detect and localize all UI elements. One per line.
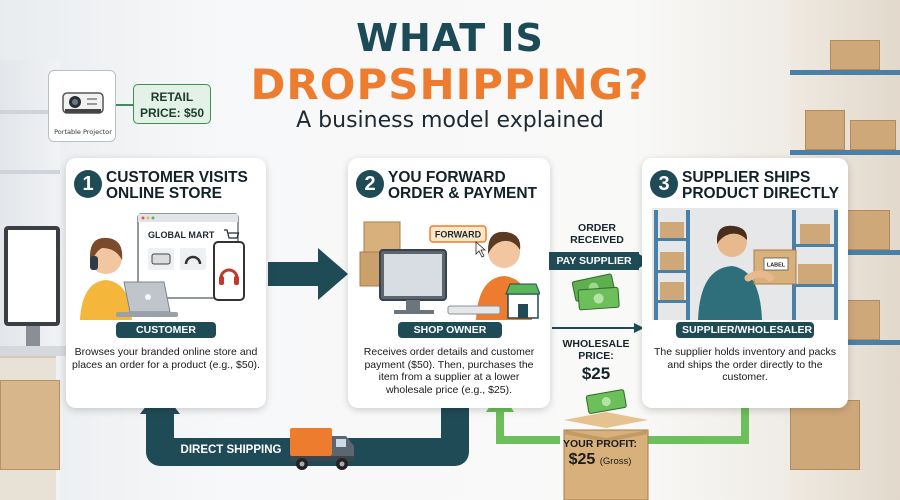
step-title-line: YOU FORWARD: [388, 169, 506, 186]
headphones-icon: [219, 268, 239, 279]
step-description: Receives order details and customer paym…: [363, 346, 535, 396]
forward-button-graphic: [429, 225, 487, 243]
projector-icon: [62, 92, 104, 114]
money-icon: [577, 286, 620, 311]
wholesale-arrow-head: [634, 323, 644, 333]
step-card-shop-owner: 2 YOU FORWARD ORDER & PAYMENT FORWARD SH…: [348, 158, 550, 408]
headphones-icon: [184, 255, 202, 265]
order-received-line: RECEIVED: [570, 234, 624, 246]
background-box: [0, 380, 60, 470]
step-title-line: ONLINE STORE: [106, 185, 222, 202]
price-tag-line-1: RETAIL: [150, 90, 194, 104]
pay-supplier-label: PAY SUPPLIER: [549, 252, 639, 270]
background-monitor: [4, 226, 60, 326]
title-line-1: WHAT IS: [356, 16, 544, 60]
step-number: 1: [74, 170, 102, 198]
order-received-line: ORDER: [578, 222, 616, 234]
money-icon: [585, 389, 627, 414]
step-card-customer: 1 CUSTOMER VISITS ONLINE STORE GLOBAL MA…: [66, 158, 266, 408]
profit-title: YOUR PROFIT:: [562, 438, 638, 450]
product-name: Portable Projector: [54, 128, 112, 136]
step-title-line: PRODUCT DIRECTLY: [682, 185, 840, 202]
cart-icon: [224, 229, 240, 239]
step-title: CUSTOMER VISITS ONLINE STORE: [106, 170, 262, 202]
product-card: Portable Projector: [48, 70, 116, 142]
store-name-text: GLOBAL MART: [148, 230, 215, 240]
price-tag-line-2: PRICE: $50: [139, 106, 205, 120]
profit-flow-left: [496, 410, 560, 444]
wholesale-label-line: WHOLESALE: [562, 338, 630, 350]
role-badge: CUSTOMER: [116, 322, 216, 338]
profit-value: $25: [568, 451, 596, 468]
background-box: [830, 40, 880, 70]
direct-shipping-label: DIRECT SHIPPING: [180, 444, 282, 456]
customer-illustration: GLOBAL MART: [80, 213, 245, 320]
order-received-label: ORDER RECEIVED: [556, 222, 638, 246]
step-description: Browses your branded online store and pl…: [72, 346, 260, 371]
arrow-1-head: [318, 248, 348, 300]
subtitle: A business model explained: [296, 108, 604, 133]
step-title-line: SUPPLIER SHIPS: [682, 169, 811, 186]
profit-amount: $25 (Gross): [560, 451, 640, 469]
delivery-truck-icon: [290, 428, 354, 470]
profit-note: (Gross): [599, 456, 632, 467]
cursor-icon: [475, 241, 487, 258]
step-title-line: ORDER & PAYMENT: [388, 185, 537, 202]
step-title: YOU FORWARD ORDER & PAYMENT: [388, 170, 546, 202]
svg-text:LABEL: LABEL: [767, 263, 786, 269]
shipping-label-graphic: [763, 257, 789, 271]
wholesale-price-value: $25: [581, 364, 611, 383]
phone-in-hand-icon: [90, 256, 98, 270]
background-box: [790, 400, 860, 470]
background-rack: [790, 70, 900, 75]
background-box: [850, 120, 896, 150]
step-title: SUPPLIER SHIPS PRODUCT DIRECTLY: [682, 170, 844, 202]
step-title-line: CUSTOMER VISITS: [106, 169, 248, 186]
wholesale-price-label: WHOLESALE PRICE:: [553, 338, 639, 362]
shop-owner-illustration: FORWARD: [359, 221, 540, 320]
svg-text:FORWARD: FORWARD: [435, 230, 482, 240]
profit-label: YOUR PROFIT: $25 (Gross): [560, 438, 640, 469]
background-monitor-stand: [26, 326, 40, 346]
role-badge: SUPPLIER/WHOLESALER: [676, 322, 814, 338]
step-number: 3: [650, 170, 678, 198]
arrow-1-body: [268, 262, 320, 286]
role-badge: SHOP OWNER: [398, 322, 502, 338]
step-number: 2: [356, 170, 384, 198]
background-rack: [790, 150, 900, 155]
profit-flow-right: [640, 395, 749, 444]
profit-box-icon: [563, 412, 649, 500]
background-desk: [0, 346, 70, 356]
step-description: The supplier holds inventory and packs a…: [653, 346, 837, 383]
wholesale-label-line: PRICE:: [578, 350, 614, 362]
price-tag-connector: [116, 104, 134, 106]
background-box: [805, 110, 845, 150]
step-card-supplier: 3 SUPPLIER SHIPS PRODUCT DIRECTLY LABEL …: [642, 158, 848, 408]
title-line-2: DROPSHIPPING?: [250, 60, 650, 109]
retail-price-tag: RETAIL PRICE: $50: [133, 84, 211, 124]
supplier-illustration: LABEL: [652, 208, 838, 320]
